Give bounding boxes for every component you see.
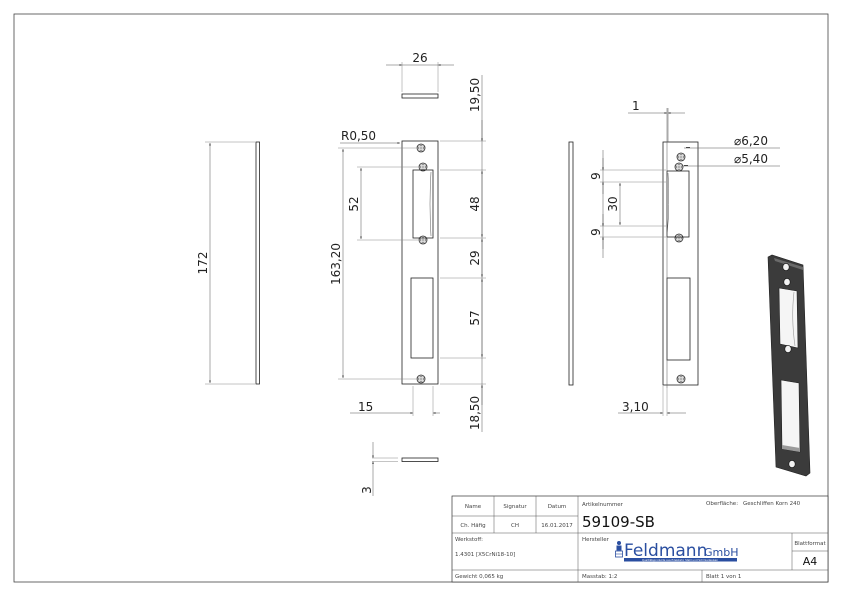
tb-value-name: Ch. Häfig bbox=[460, 523, 485, 529]
dim-lower-cutout-height: 57 bbox=[468, 310, 482, 325]
tb-format-label: Blattformat bbox=[794, 541, 826, 547]
dim-hole-dia-small: ⌀5,40 bbox=[734, 152, 768, 166]
dim-cutout-width: 15 bbox=[358, 400, 373, 414]
side-view-right-plate bbox=[568, 141, 574, 386]
tb-surface-label: Oberfläche: bbox=[706, 501, 738, 507]
tb-material-label: Werkstoff: bbox=[455, 537, 483, 543]
logo-figure-icon bbox=[615, 541, 623, 558]
tb-article-label: Artikelnummer bbox=[582, 502, 624, 508]
title-block: Name Signatur Datum Ch. Häfig CH 16.01.2… bbox=[451, 495, 829, 583]
top-view: 26 bbox=[386, 51, 454, 99]
back-plate-outline bbox=[662, 141, 699, 386]
screw-holes bbox=[416, 143, 428, 384]
dim-bend-offset: 1 bbox=[632, 99, 640, 113]
logo-suffix: GmbH bbox=[704, 546, 739, 559]
back-view: 1 ⌀6,20 ⌀5,40 9 30 9 3,10 bbox=[589, 99, 780, 416]
tb-scale: Masstab: 1:2 bbox=[582, 574, 617, 580]
dim-lip-bottom: 9 bbox=[589, 228, 603, 236]
tb-value-date: 16.01.2017 bbox=[541, 523, 573, 529]
tb-weight: Gewicht 0,065 kg bbox=[455, 574, 503, 580]
dim-upper-hole-spacing: 52 bbox=[347, 196, 361, 211]
dim-lip-height: 30 bbox=[606, 196, 620, 211]
dim-hole-dia-large: ⌀6,20 bbox=[734, 134, 768, 148]
tb-surface-value: Geschliffen Korn 240 bbox=[743, 501, 801, 507]
tb-format-value: A4 bbox=[803, 555, 818, 568]
isometric-view bbox=[767, 254, 811, 477]
logo-tagline-bar bbox=[624, 558, 737, 562]
iso-upper-cutout bbox=[778, 287, 799, 349]
back-screw-holes bbox=[674, 152, 686, 384]
dim-lip-top: 9 bbox=[589, 172, 603, 180]
dim-thickness: 3 bbox=[360, 486, 374, 494]
dim-top-width: 26 bbox=[412, 51, 427, 65]
tb-value-signature: CH bbox=[511, 523, 519, 529]
bottom-plate-outline bbox=[401, 457, 439, 462]
tb-header-date: Datum bbox=[548, 504, 567, 510]
front-view: R0,50 163,20 52 19,50 48 29 57 18,50 bbox=[329, 75, 486, 432]
dim-side-length: 172 bbox=[196, 252, 210, 275]
bottom-view: 3 bbox=[360, 442, 439, 496]
tb-header-signature: Signatur bbox=[503, 504, 527, 510]
logo-tagline: Qualitätsprodukte aus Edelstahl, Stahl u… bbox=[642, 558, 718, 562]
dim-edge-offset: 3,10 bbox=[622, 400, 649, 414]
back-lower-cutout bbox=[666, 277, 691, 361]
tb-article-number: 59109-SB bbox=[582, 513, 655, 531]
logo-name: Feldmann bbox=[624, 541, 707, 561]
manufacturer-logo: Feldmann GmbH Qualitätsprodukte aus Edel… bbox=[615, 541, 739, 562]
iso-lower-cutout bbox=[780, 379, 801, 453]
side-plate-outline bbox=[255, 141, 260, 385]
dim-top-offset: 19,50 bbox=[468, 78, 482, 112]
dim-bottom-offset: 18,50 bbox=[468, 396, 482, 430]
top-plate-outline bbox=[401, 93, 439, 99]
dim-radius: R0,50 bbox=[341, 129, 376, 143]
side-view-left: 172 bbox=[196, 141, 260, 385]
tb-sheet: Blatt 1 von 1 bbox=[706, 574, 741, 580]
dim-upper-cutout-height: 48 bbox=[468, 196, 482, 211]
dim-overall-hole-spacing: 163,20 bbox=[329, 243, 343, 285]
back-upper-cutout bbox=[666, 170, 690, 238]
drawing-frame bbox=[13, 13, 829, 583]
dim-gap-height: 29 bbox=[468, 250, 482, 265]
lower-cutout bbox=[410, 277, 434, 359]
tb-material-value: 1.4301 [X5CrNi18-10] bbox=[455, 552, 515, 558]
tb-manufacturer-label: Hersteller bbox=[582, 537, 610, 543]
tb-header-name: Name bbox=[465, 504, 482, 510]
front-plate-outline bbox=[401, 140, 439, 385]
